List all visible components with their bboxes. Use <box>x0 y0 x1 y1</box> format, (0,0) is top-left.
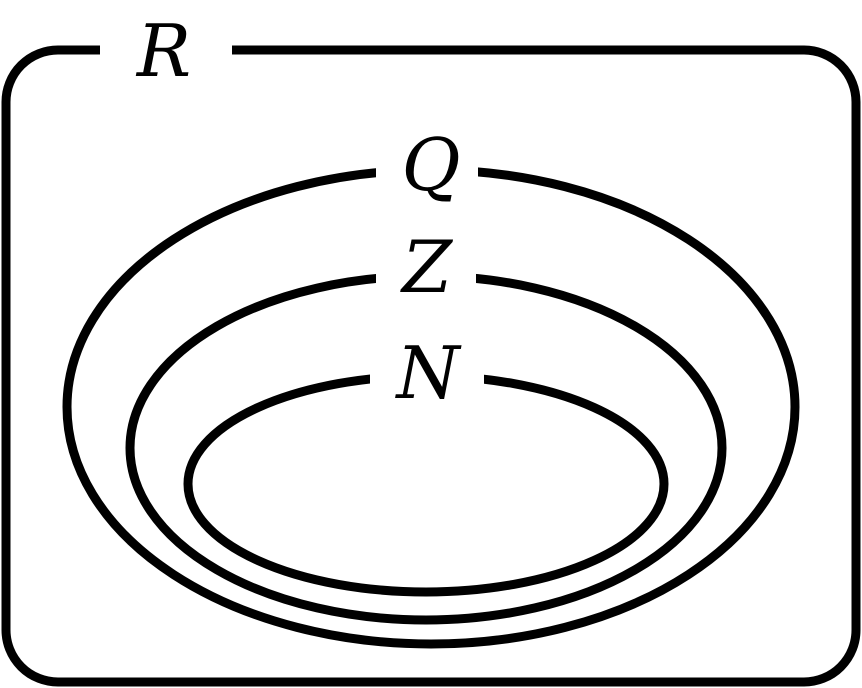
set-n-label-gap <box>370 344 484 408</box>
set-q-label: Q <box>401 123 460 207</box>
set-r-outline <box>1 45 861 687</box>
set-z-label-gap <box>376 248 476 306</box>
set-r-label: R <box>135 9 191 93</box>
set-z-outline <box>125 271 727 625</box>
set-q-label-gap <box>376 150 478 200</box>
set-n-label: N <box>395 331 463 415</box>
set-z-label: Z <box>400 225 454 309</box>
set-r-label-gap <box>100 20 232 84</box>
